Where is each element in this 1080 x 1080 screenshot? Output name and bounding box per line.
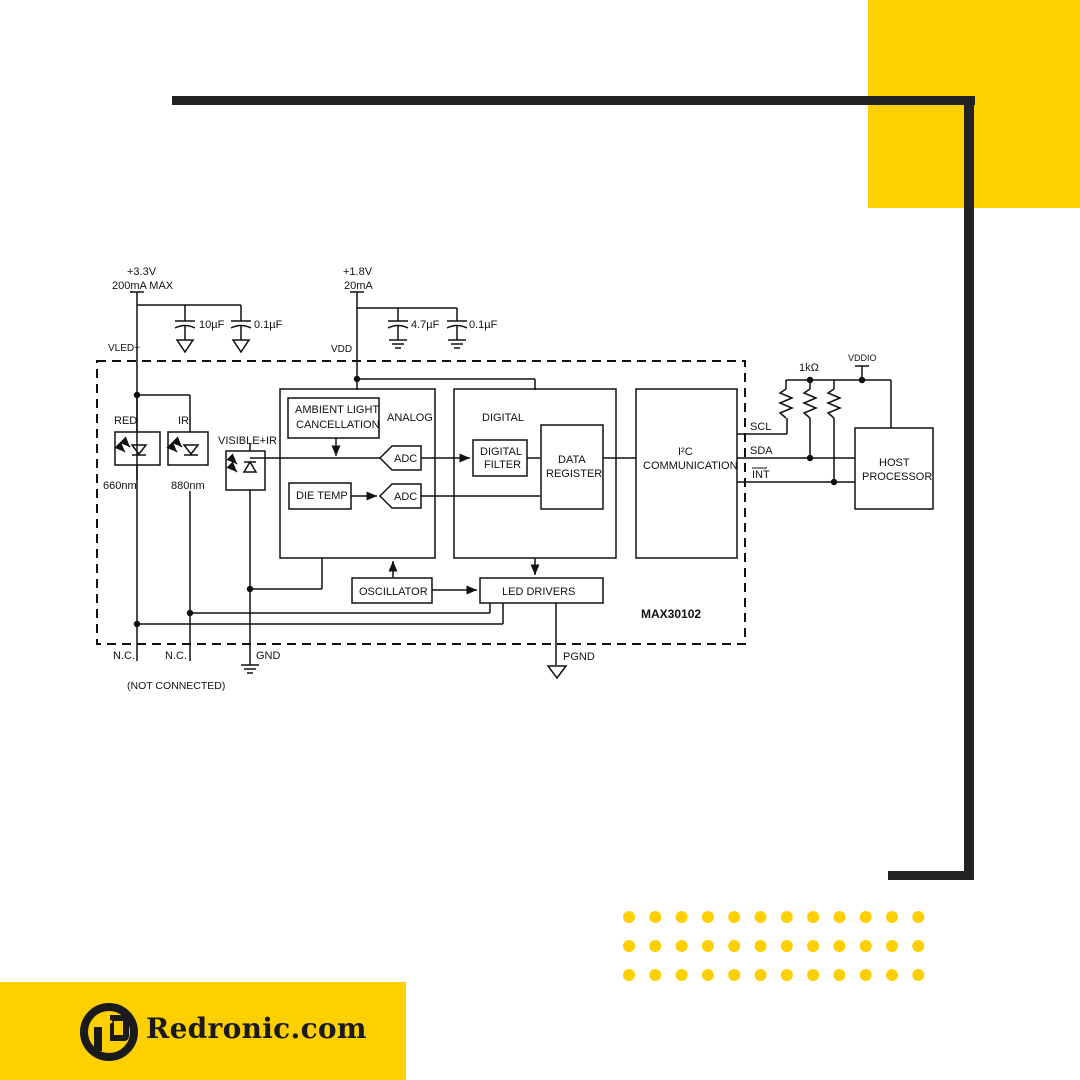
ambient-label-1: AMBIENT LIGHT xyxy=(295,404,379,416)
nc-2-label: N.C. xyxy=(165,650,187,662)
redronic-logo-icon xyxy=(80,1003,138,1061)
led-supply-voltage: +3.3V xyxy=(127,266,157,278)
frame-line-right xyxy=(964,96,974,880)
cap-0.1uf-b-label: 0.1µF xyxy=(469,319,498,331)
adc-2-label: ADC xyxy=(394,491,417,503)
cap-0.1uf-a-label: 0.1µF xyxy=(254,319,283,331)
vdd-label: VDD xyxy=(331,344,352,355)
host-label-2: PROCESSOR xyxy=(862,471,932,483)
analog-block xyxy=(279,388,436,559)
adc-1-label: ADC xyxy=(394,453,417,465)
ambient-label-2: CANCELLATION xyxy=(296,419,380,431)
brand-name: Redronic.com xyxy=(146,1012,367,1045)
host-processor-block xyxy=(854,427,934,510)
analog-label: ANALOG xyxy=(387,412,433,424)
capacitor-10uf xyxy=(174,305,196,354)
photodiode-label: VISIBLE+IR xyxy=(218,435,277,447)
data-register-label-1: DATA xyxy=(558,454,586,466)
capacitor-4.7uf xyxy=(387,308,409,349)
digital-label: DIGITAL xyxy=(482,412,524,424)
red-wavelength: 660nm xyxy=(103,480,137,492)
vled-label: VLED+ xyxy=(108,343,140,354)
cap-4.7uf-label: 4.7µF xyxy=(411,319,440,331)
i2c-communication-block xyxy=(635,388,738,559)
host-label-1: HOST xyxy=(879,457,910,469)
data-register-block xyxy=(540,424,604,510)
vdd-supply-voltage: +1.8V xyxy=(343,266,373,278)
ir-led-label: IR xyxy=(178,415,189,427)
nc-1-label: N.C. xyxy=(113,650,135,662)
resistor-label: 1kΩ xyxy=(799,362,819,374)
sda-label: SDA xyxy=(750,445,773,457)
red-led-label: RED xyxy=(114,415,137,427)
scl-label: SCL xyxy=(750,421,771,433)
pgnd-label: PGND xyxy=(563,651,595,663)
oscillator-label: OSCILLATOR xyxy=(359,586,428,598)
cap-10uf-label: 10µF xyxy=(199,319,225,331)
frame-line-top xyxy=(172,96,975,105)
die-temp-label: DIE TEMP xyxy=(296,490,348,502)
pullup-resistors xyxy=(778,379,842,486)
i2c-label-1: I²C xyxy=(678,446,693,458)
vdd-supply-current: 20mA xyxy=(344,280,373,292)
ir-wavelength: 880nm xyxy=(171,480,205,492)
ambient-light-cancellation-block xyxy=(287,397,380,439)
brand-footer xyxy=(0,982,406,1080)
not-connected-label: (NOT CONNECTED) xyxy=(127,680,225,692)
chip-boundary xyxy=(96,360,746,645)
capacitor-0.1uf-a xyxy=(230,305,252,354)
photodiode xyxy=(225,450,266,491)
digital-filter-label-2: FILTER xyxy=(484,459,521,471)
i2c-label-2: COMMUNICATION xyxy=(643,460,738,472)
data-register-label-2: REGISTER xyxy=(546,468,602,480)
led-supply-current: 200mA MAX xyxy=(112,280,174,292)
chip-name: MAX30102 xyxy=(641,607,701,621)
capacitor-0.1uf-b xyxy=(446,308,468,349)
frame-line-bottom xyxy=(888,871,974,880)
led-drivers-label: LED DRIVERS xyxy=(502,586,575,598)
vddio-label: VDDIO xyxy=(848,353,877,363)
digital-filter-label-1: DIGITAL xyxy=(480,446,522,458)
int-label: INT xyxy=(752,469,770,481)
gnd-label: GND xyxy=(256,650,281,662)
led-drivers-block xyxy=(479,577,604,604)
